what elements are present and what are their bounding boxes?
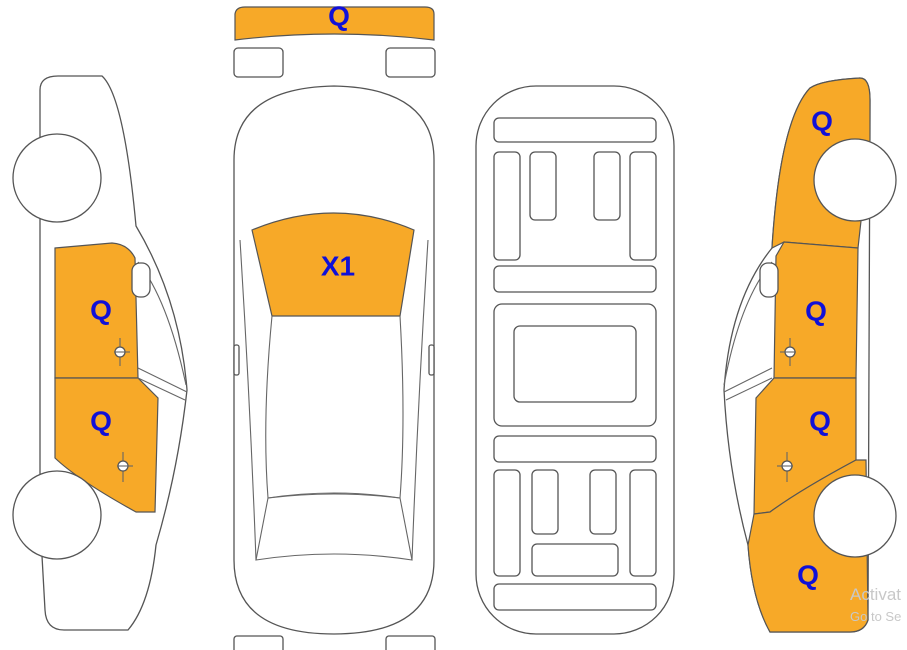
left-a-pillar [239, 239, 257, 561]
right-a-pillar [411, 239, 429, 561]
right-front-fender-label: Q [797, 559, 819, 590]
right-front-wheel [813, 474, 897, 558]
left-tail-light [233, 47, 284, 78]
left-rear-wheel [12, 133, 102, 223]
activation-watermark-line1: Activat [850, 585, 901, 604]
left-mirror [131, 262, 151, 298]
underbody-view [475, 85, 675, 635]
right-rear-wheel [813, 138, 897, 222]
left-pillar-line [137, 367, 188, 401]
top-view [233, 85, 435, 635]
rear-bumper-label: Q [328, 0, 350, 31]
left-rear-door-handle [117, 452, 133, 482]
left-front-door-label: Q [90, 294, 112, 325]
left-front-wheel [12, 470, 102, 560]
right-side-view [723, 77, 897, 633]
roof-outline [265, 315, 404, 499]
left-side-view [12, 75, 188, 631]
right-rear-fender-label: Q [811, 105, 833, 136]
rear-bumper-panel[interactable] [234, 6, 435, 41]
right-rear-door-label: Q [809, 405, 831, 436]
right-front-door-label: Q [805, 295, 827, 326]
front-left-lamp-stub [233, 635, 284, 650]
windshield-label: X1 [321, 250, 355, 281]
windshield-panel[interactable] [251, 212, 415, 317]
right-mirror [759, 262, 779, 298]
top-right-mirror [428, 344, 435, 376]
right-pillar-line [723, 367, 773, 401]
right-tail-light [385, 47, 436, 78]
left-front-door-handle [114, 338, 130, 366]
left-front-door-panel[interactable] [54, 242, 139, 379]
damage-labels: Q X1 Q Q Q Q Q Q [90, 0, 833, 590]
left-rear-door-label: Q [90, 405, 112, 436]
top-body-outline [233, 85, 435, 635]
left-rear-door-panel[interactable] [54, 377, 159, 513]
right-front-door-handle [780, 338, 796, 366]
front-right-lamp-stub [385, 635, 436, 650]
right-rear-door-handle [777, 452, 793, 482]
top-left-mirror [233, 344, 240, 376]
top-parts [233, 6, 436, 650]
activation-watermark-line2: Go to Se [850, 609, 901, 624]
